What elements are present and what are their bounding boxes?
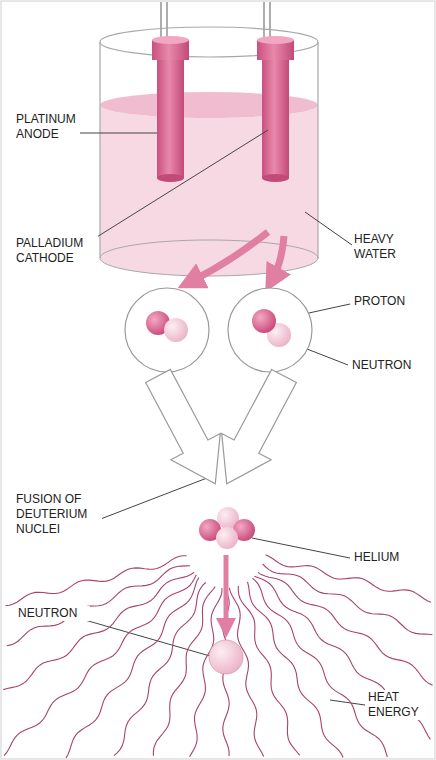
heat-wave [3, 572, 194, 689]
heat-wave [229, 588, 263, 757]
palladium-cathode [257, 36, 294, 182]
part-label: PLATINUM ANODE [14, 112, 80, 142]
deuterium-nucleus-left [125, 288, 209, 372]
heat-wave [66, 578, 199, 758]
electrode-wires [161, 2, 270, 40]
deuterium-nucleus-right [228, 288, 312, 372]
heat-wave [4, 575, 196, 756]
heat-wave [254, 576, 430, 739]
heat-wave [153, 587, 215, 756]
part-label: HELIUM [352, 550, 426, 565]
part-label: FUSION OF DEUTERIUM NUCLEI [14, 492, 102, 537]
heat-wave [248, 582, 344, 758]
heat-wave [263, 564, 433, 635]
part-label: HEAT ENERGY [366, 690, 430, 720]
helium-nucleus [199, 507, 255, 549]
heat-wave [7, 566, 190, 646]
platinum-anode [152, 36, 189, 182]
part-label: PALLADIUM CATHODE [14, 236, 98, 266]
neutron-arrow [224, 555, 229, 628]
free-neutron [209, 640, 243, 674]
heat-wave [258, 572, 433, 685]
part-label: HEAVY WATER [352, 232, 414, 262]
part-label: NEUTRON [16, 606, 90, 621]
flow-arrows [190, 232, 284, 282]
fusion-arrows [133, 363, 308, 497]
part-label: NEUTRON [350, 358, 424, 373]
part-label: PROTON [352, 294, 426, 309]
heat-wave [5, 556, 186, 606]
heat-waves [3, 555, 432, 758]
heat-wave [252, 578, 387, 757]
